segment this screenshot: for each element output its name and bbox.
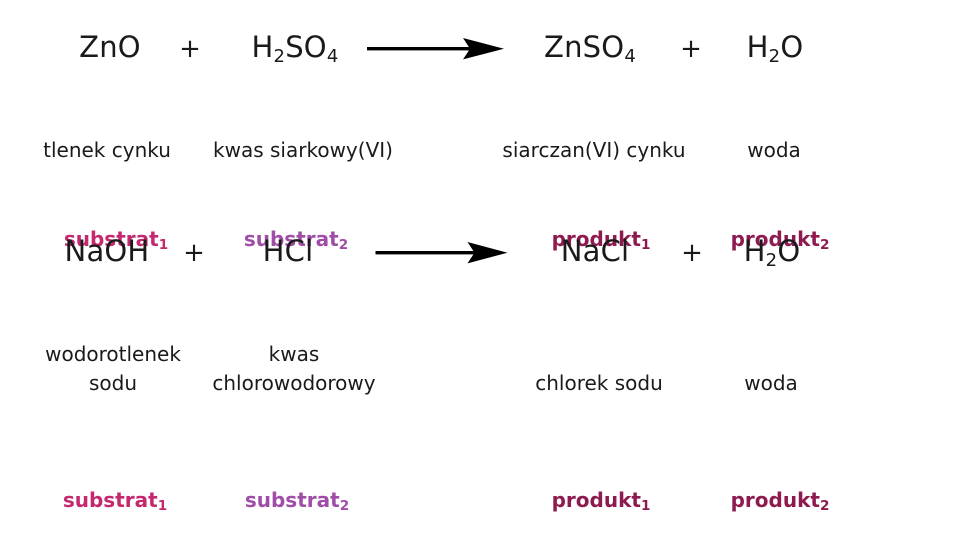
- role-label-produkt-1-eq2: produkt1: [551, 488, 651, 515]
- role-label-substrat-1-eq2: substrat1: [62, 488, 168, 515]
- reaction-arrow-icon-1: [367, 36, 507, 66]
- roles-row-1: substrat1 substrat2 produkt1 produkt2: [0, 120, 960, 252]
- roles-row-2: substrat1 substrat2 produkt1 produkt2: [0, 324, 960, 513]
- names-row-1: tlenek cynku kwas siarkowy(VI) siarczan(…: [0, 80, 960, 162]
- role-label-substrat-2-eq2: substrat2: [244, 488, 350, 515]
- formula-row-2: NaOH + HCl NaCl + H2O: [0, 232, 960, 284]
- names-row-2: wodorotlenek sodu kwas chlorowodorowy ch…: [0, 284, 960, 395]
- reactant-name-wodorotlenek-sodu: wodorotlenek sodu: [45, 342, 181, 395]
- plus-sign-reactants-1: +: [179, 34, 201, 64]
- role-label-substrat-1: substrat1: [63, 227, 169, 254]
- role-label-produkt-2: produkt2: [730, 227, 830, 254]
- reactant-name-kwas-chlorowodorowy: kwas chlorowodorowy: [212, 342, 376, 395]
- role-label-produkt-2-eq2: produkt2: [730, 488, 830, 515]
- reactant-name-kwas-siarkowy: kwas siarkowy(VI): [213, 138, 393, 162]
- plus-sign-reactants-2: +: [183, 238, 205, 268]
- reaction-arrow-icon-2: [375, 240, 511, 270]
- role-label-substrat-2: substrat2: [243, 227, 349, 254]
- plus-sign-products-1: +: [680, 34, 702, 64]
- reactant-formula-zno: ZnO: [79, 30, 141, 64]
- product-formula-znso4: ZnSO4: [544, 30, 636, 68]
- reactant-formula-h2so4: H2SO4: [251, 30, 339, 68]
- reactant-formula-naoh: NaOH: [64, 234, 150, 268]
- reaction-equation-1: ZnO + H2SO4 ZnSO4 + H2O tlenek cynku kwa…: [0, 28, 960, 252]
- product-name-chlorek-sodu: chlorek sodu: [535, 371, 663, 395]
- reactant-formula-hcl: HCl: [262, 234, 314, 268]
- product-formula-h2o: H2O: [746, 30, 804, 68]
- plus-sign-products-2: +: [681, 238, 703, 268]
- product-name-woda: woda: [747, 138, 801, 162]
- reaction-equation-2: NaOH + HCl NaCl + H2O wodorotlenek sodu …: [0, 232, 960, 513]
- product-name-siarczan-cynku: siarczan(VI) cynku: [502, 138, 686, 162]
- formula-row-1: ZnO + H2SO4 ZnSO4 + H2O: [0, 28, 960, 80]
- role-label-produkt-1: produkt1: [551, 227, 651, 254]
- product-formula-nacl: NaCl: [560, 234, 630, 268]
- reactant-name-tlenek-cynku: tlenek cynku: [43, 138, 171, 162]
- product-formula-h2o-2: H2O: [743, 234, 801, 272]
- product-name-woda-2: woda: [744, 371, 798, 395]
